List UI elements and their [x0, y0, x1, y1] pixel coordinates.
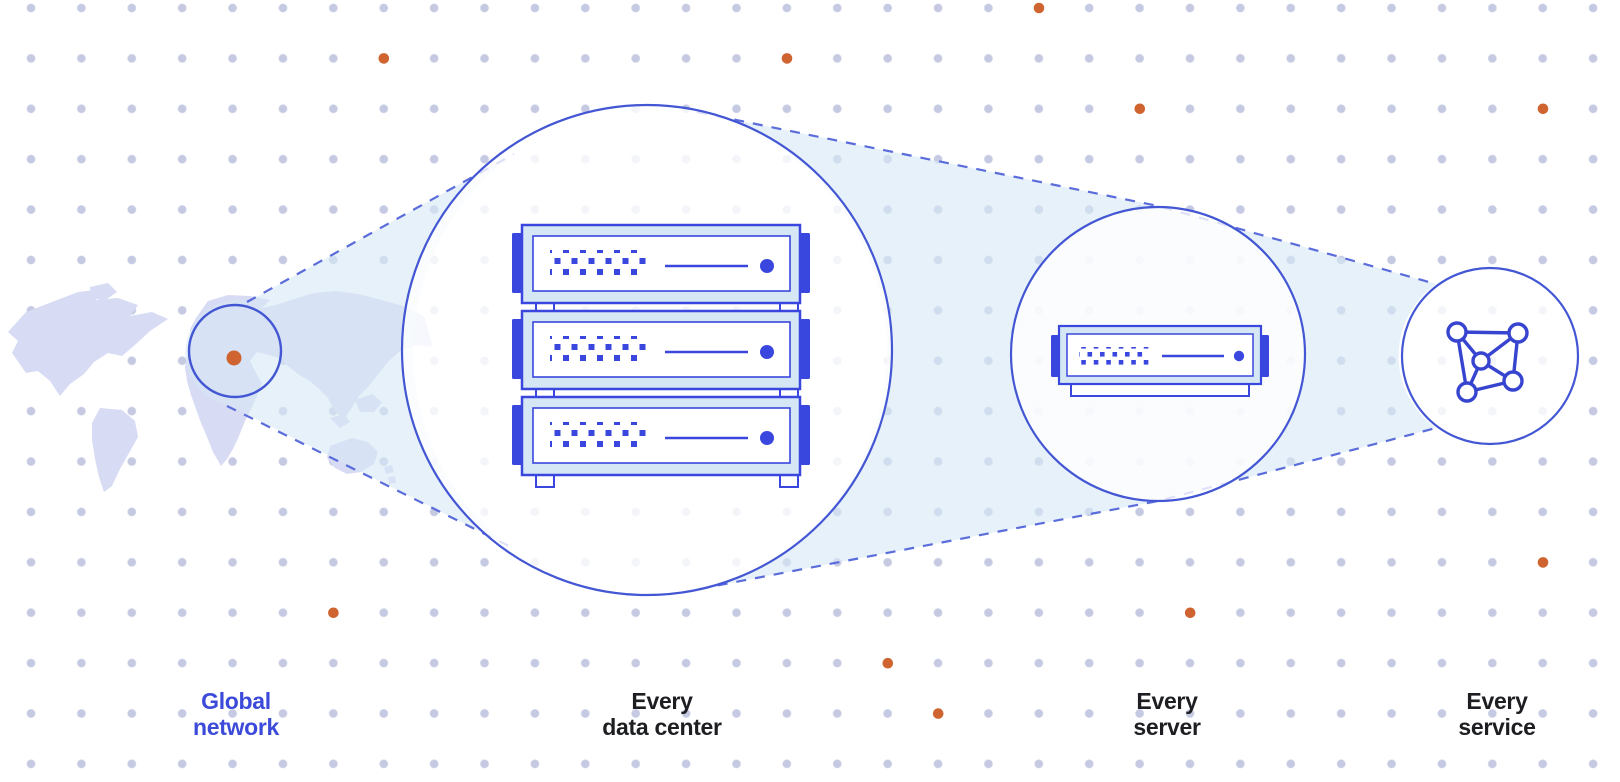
label-every-data-center: Every data center	[602, 688, 722, 740]
accent-dot	[1184, 607, 1196, 619]
mesh-node	[1471, 351, 1491, 371]
map-greenland	[90, 283, 117, 301]
mesh-node	[1507, 322, 1529, 344]
label-every-service: Every service	[1458, 688, 1536, 740]
server-rack-icon	[510, 223, 812, 488]
server-unit	[510, 309, 812, 391]
mesh-node	[1502, 370, 1524, 392]
accent-dot	[1537, 557, 1549, 568]
zoom-guide-lines	[226, 110, 1437, 591]
zoom-guide-line-upper-right	[696, 110, 1437, 286]
accent-dot	[1134, 103, 1146, 115]
zoom-guide-line-lower-left	[226, 405, 512, 548]
map-marker-dot	[226, 350, 242, 366]
mesh-node	[1446, 321, 1468, 343]
mesh-node	[1456, 381, 1478, 403]
accent-dot	[1537, 103, 1549, 115]
mesh-network-icon	[1446, 321, 1529, 403]
accent-dots	[328, 2, 1549, 719]
map-highlight-circle	[187, 303, 283, 399]
single-server-icon	[1051, 324, 1269, 397]
label-every-server: Every server	[1133, 688, 1201, 740]
accent-dot	[378, 53, 390, 64]
zoom-guide-line-upper-left	[246, 153, 515, 303]
accent-dot	[328, 607, 339, 619]
accent-dot	[882, 657, 894, 669]
zoom-guide-line-lower-right	[698, 426, 1437, 591]
server-unit	[510, 223, 812, 305]
label-global-network: Global network	[192, 688, 280, 740]
accent-dot	[781, 53, 793, 64]
map-north-america	[8, 289, 168, 396]
accent-dot	[1033, 2, 1045, 14]
accent-dot	[932, 708, 944, 719]
map-south-america	[92, 408, 138, 492]
server-unit	[510, 395, 812, 477]
